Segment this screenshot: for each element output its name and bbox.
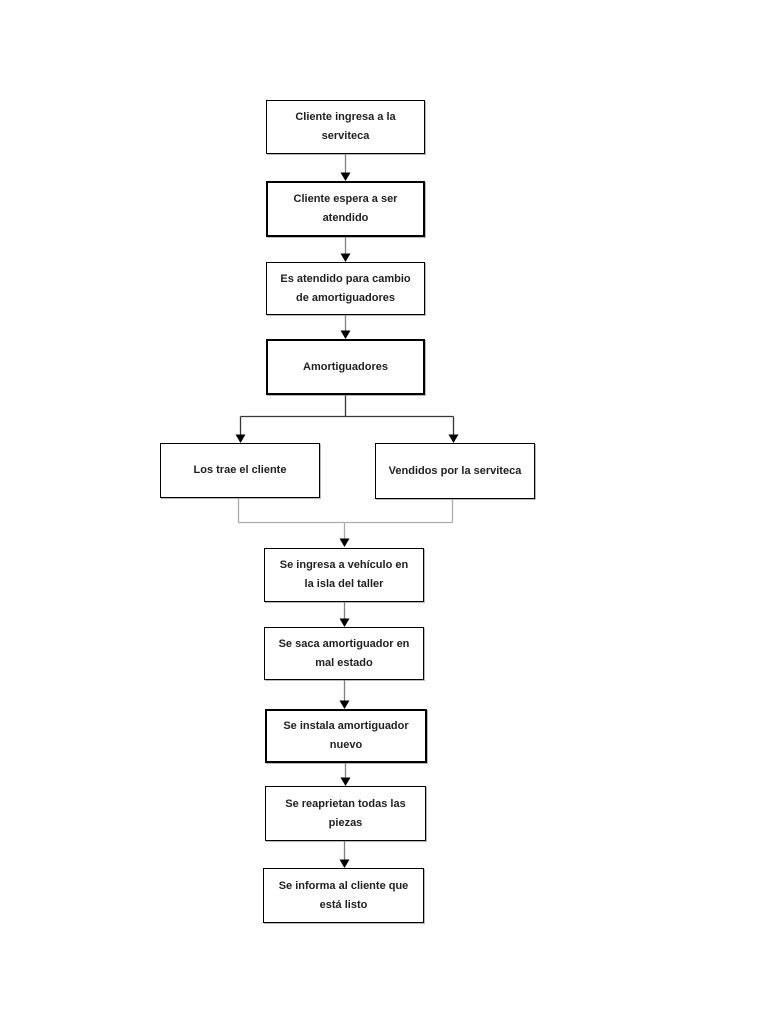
- flow-node-amortiguadores: Amortiguadores: [266, 339, 425, 395]
- connector-saca-to-instala: [339, 680, 350, 709]
- connector-instala-to-reaprietan: [340, 763, 351, 786]
- flow-node-se-ingresa-vehiculo: Se ingresa a vehículo en la isla del tal…: [264, 548, 424, 602]
- connector-vehiculo-to-saca: [339, 602, 350, 627]
- connector-espera-to-atendido: [340, 237, 351, 262]
- flow-node-es-atendido: Es atendido para cambio de amortiguadore…: [266, 262, 425, 315]
- flow-node-cliente-espera: Cliente espera a ser atendido: [266, 181, 425, 237]
- flow-node-se-instala-amortiguador: Se instala amortiguador nuevo: [265, 709, 427, 763]
- connector-merge-branches: [237, 498, 454, 547]
- flow-node-cliente-ingresa: Cliente ingresa a la serviteca: [266, 100, 425, 154]
- flow-node-se-reaprietan-piezas: Se reaprietan todas las piezas: [265, 786, 426, 841]
- flow-node-se-informa-cliente: Se informa al cliente que está listo: [263, 868, 424, 923]
- flow-node-se-saca-amortiguador: Se saca amortiguador en mal estado: [264, 627, 424, 680]
- flow-node-los-trae-el-cliente: Los trae el cliente: [160, 443, 320, 498]
- flow-node-vendidos-por-serviteca: Vendidos por la serviteca: [375, 443, 535, 499]
- connector-reaprietan-to-informa: [339, 841, 350, 868]
- connector-ingresa-to-espera: [340, 154, 351, 181]
- connector-split-branches: [235, 395, 459, 443]
- connector-atendido-to-amortiguadores: [340, 315, 351, 339]
